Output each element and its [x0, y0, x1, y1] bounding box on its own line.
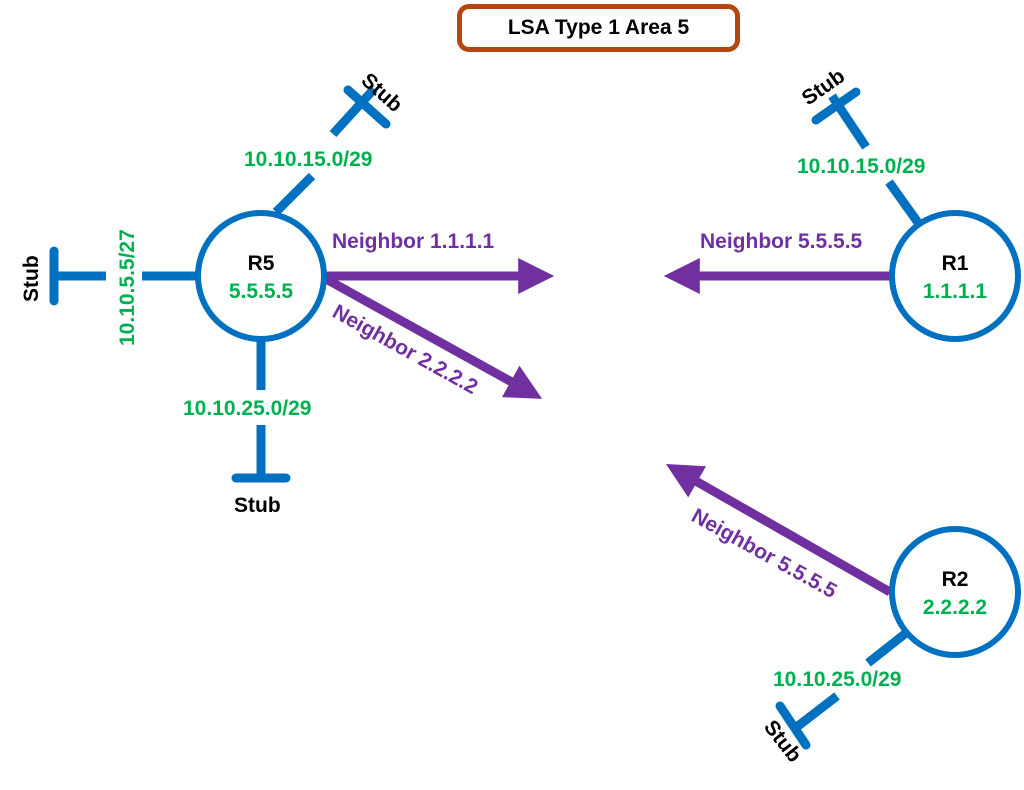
router-r2-node	[889, 526, 1021, 658]
r1-stub-link-line-lower	[885, 179, 923, 227]
router-r2-name: R2	[942, 568, 969, 591]
r5-top-stub-bar	[343, 85, 391, 129]
diagram-title: LSA Type 1 Area 5	[507, 16, 690, 39]
router-r5-id: 5.5.5.5	[229, 280, 294, 303]
r5-top-link-address: 10.10.15.0/29	[244, 148, 372, 171]
r2-stub-link-address: 10.10.25.0/29	[773, 668, 901, 691]
r2-stub-link-line-lower	[795, 692, 840, 730]
router-r1-id: 1.1.1.1	[923, 280, 988, 303]
router-r2-id: 2.2.2.2	[923, 596, 987, 619]
r1-stub-link-address: 10.10.15.0/29	[797, 155, 925, 178]
r2-neighbor-arrow	[665, 463, 893, 596]
r2-stub-bar	[775, 701, 811, 750]
router-r1-node	[889, 210, 1021, 342]
r5-left-link-address: 10.10.5.5/27	[116, 229, 139, 346]
r5-bottom-link-address: 10.10.25.0/29	[183, 397, 311, 420]
r5-left-stub-label: Stub	[20, 255, 43, 302]
r1-stub-bar	[811, 87, 861, 125]
r5-neighbor-2-arrow	[323, 275, 543, 399]
r5-top-link-line-upper	[329, 85, 378, 138]
router-r2-group: Neighbor 5.5.5.5 Stub 10.10.25.0/29 R2 2…	[665, 463, 1021, 767]
r5-bottom-stub-label: Stub	[234, 494, 281, 517]
r1-neighbor-label: Neighbor 5.5.5.5	[700, 230, 863, 253]
router-r5-group: Stub 10.10.15.0/29 Stub 10.10.5.5/27 Stu…	[20, 69, 555, 517]
r5-neighbor-1-label: Neighbor 1.1.1.1	[332, 230, 495, 253]
r5-top-link-line-lower	[272, 172, 316, 216]
router-r1-group: Stub 10.10.15.0/29 Neighbor 5.5.5.5 R1 1…	[663, 64, 1021, 342]
router-r1-name: R1	[942, 252, 969, 275]
router-r5-name: R5	[248, 252, 275, 275]
r2-stub-link-line-upper	[865, 629, 909, 667]
title-box: LSA Type 1 Area 5	[457, 4, 740, 52]
router-r5-node	[195, 210, 327, 342]
